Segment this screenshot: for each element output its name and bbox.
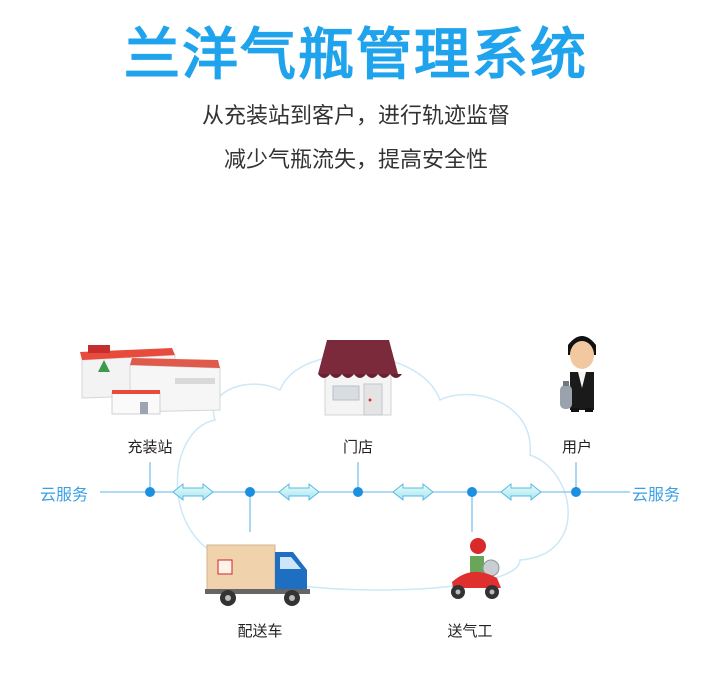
courier-scooter-icon	[451, 538, 501, 599]
delivery-truck-icon	[205, 544, 310, 606]
subtitle-trace: 从充装站到客户，进行轨迹监督	[201, 104, 510, 129]
filling-station-icon	[80, 345, 221, 415]
cloud-service-label-left: 云服务	[40, 485, 89, 504]
label-station: 充装站	[127, 438, 173, 456]
user-icon	[560, 336, 596, 412]
bus-dots	[145, 487, 581, 497]
label-user: 用户	[561, 438, 592, 456]
subtitle-safety: 减少气瓶流失，提高安全性	[223, 148, 488, 173]
dot-truck	[245, 487, 255, 497]
dot-store	[353, 487, 363, 497]
dot-station	[145, 487, 155, 497]
dot-courier	[467, 487, 477, 497]
double-arrow-icon	[500, 482, 542, 502]
dot-user	[571, 487, 581, 497]
page-title: 兰洋气瓶管理系统	[124, 23, 588, 88]
double-arrow-icon	[392, 482, 434, 502]
double-arrow-icon	[172, 482, 214, 502]
sync-arrows	[172, 482, 542, 502]
label-courier: 送气工	[447, 622, 493, 640]
store-icon	[318, 340, 404, 416]
double-arrow-icon	[278, 482, 320, 502]
cloud-service-label-right: 云服务	[632, 485, 681, 504]
label-store: 门店	[342, 438, 373, 456]
label-truck: 配送车	[237, 622, 283, 640]
